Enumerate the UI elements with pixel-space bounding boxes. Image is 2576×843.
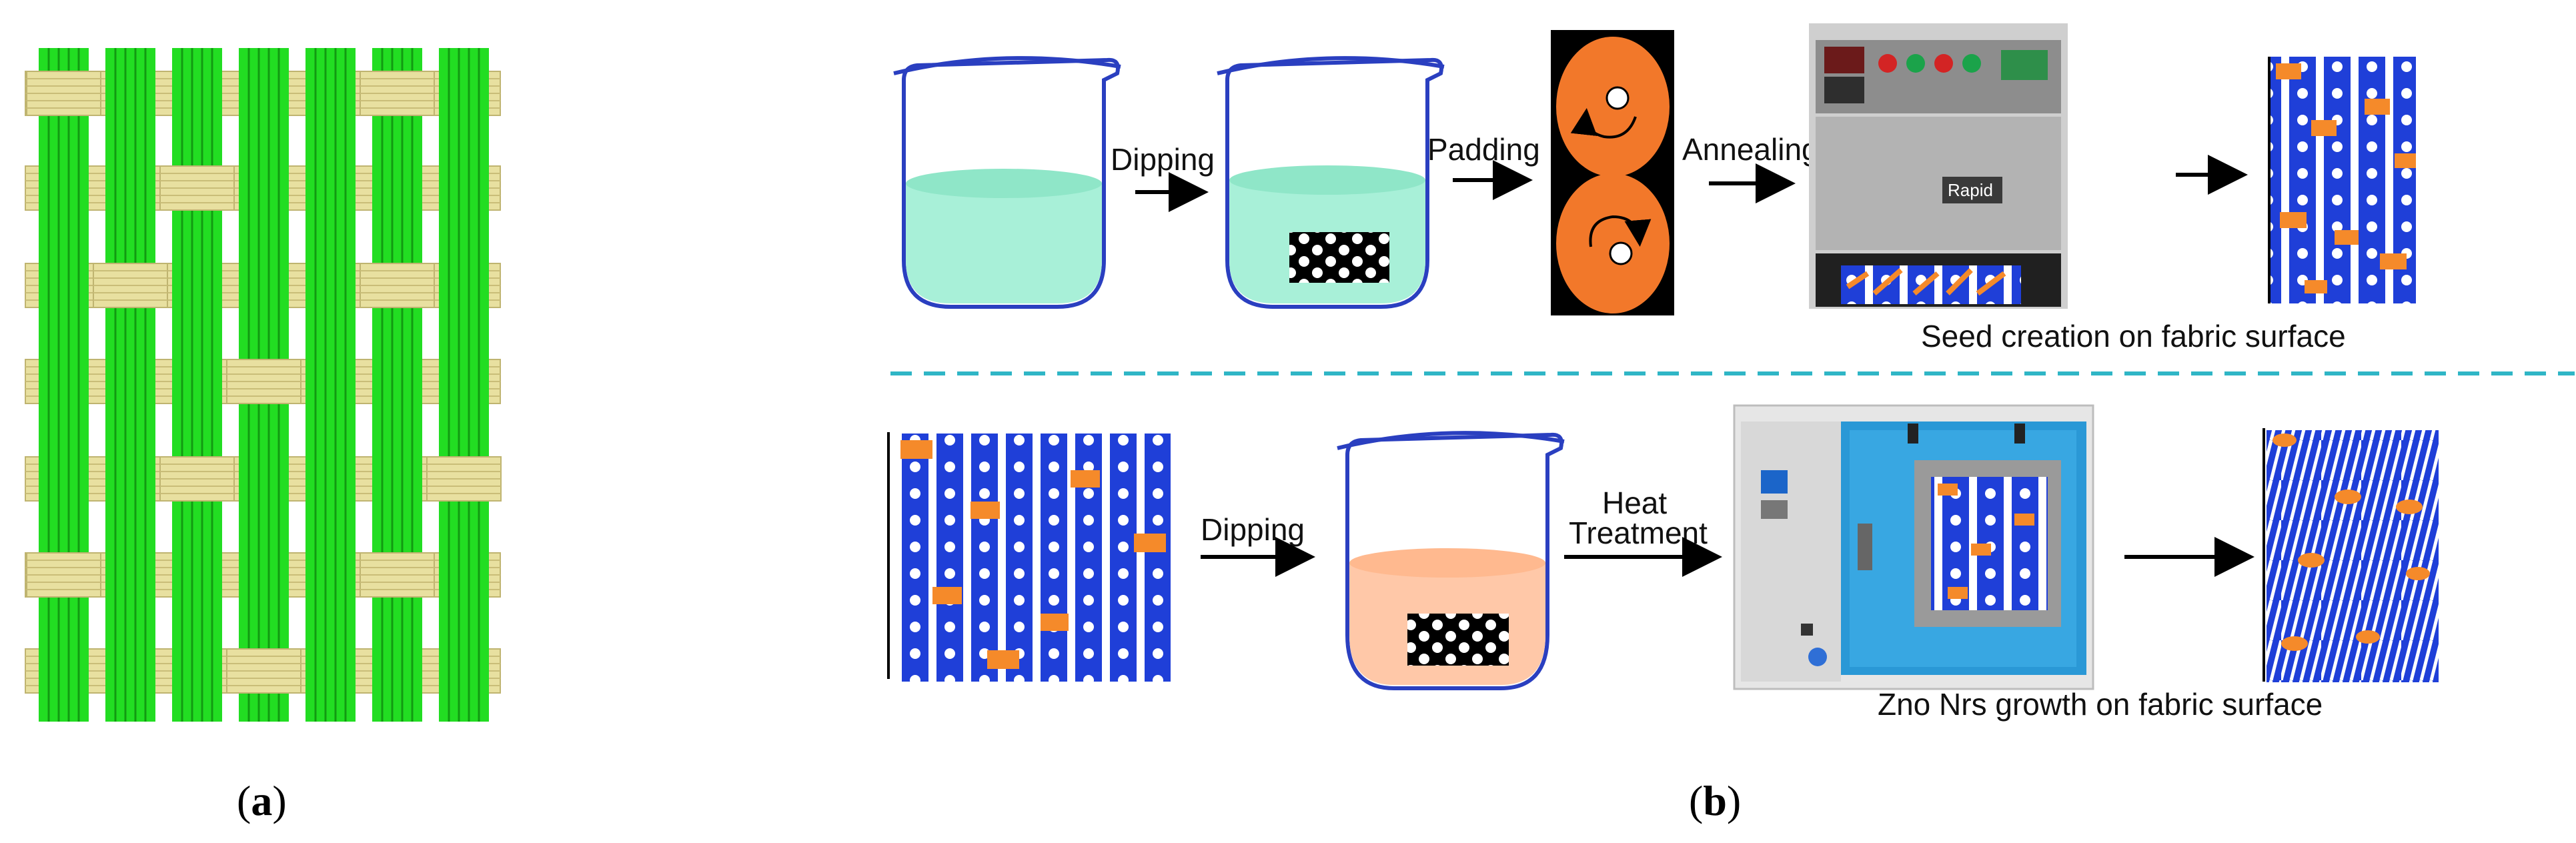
caption-seed-creation: Seed creation on fabric surface bbox=[1921, 319, 2346, 353]
woven-fabric-diagram bbox=[25, 48, 502, 722]
annealing-machine-icon: Rapid bbox=[1809, 23, 2068, 309]
beaker-icon bbox=[1217, 56, 1445, 309]
warp-thread bbox=[39, 48, 89, 722]
seeded-fabric-icon bbox=[887, 432, 1171, 682]
fabric-sample-icon bbox=[1289, 232, 1389, 283]
warp-thread bbox=[172, 48, 222, 722]
panel-letter-b: b bbox=[1703, 777, 1727, 824]
fabric-sample-icon bbox=[1407, 614, 1509, 666]
panel-label-a: (a) bbox=[237, 777, 287, 824]
step-label-dipping: Dipping bbox=[1201, 512, 1305, 547]
step-label-annealing: Annealing bbox=[1682, 132, 1819, 167]
beaker-icon bbox=[893, 56, 1121, 309]
step-label-treatment: Treatment bbox=[1569, 516, 1708, 550]
nanorod-fabric-icon bbox=[2263, 428, 2439, 682]
panel-letter-a: a bbox=[251, 777, 272, 824]
panel-label-b: (b) bbox=[1689, 777, 1741, 824]
warp-thread bbox=[105, 48, 155, 722]
machine-brand: Rapid bbox=[1948, 180, 1993, 200]
step-label-dipping: Dipping bbox=[1111, 142, 1215, 177]
warp-thread bbox=[372, 48, 422, 722]
warp-thread bbox=[305, 48, 356, 722]
beaker-icon bbox=[1337, 431, 1565, 690]
oven-icon bbox=[1733, 404, 2094, 690]
seeded-fabric-icon bbox=[2268, 57, 2416, 303]
padding-rollers-icon bbox=[1551, 30, 1674, 315]
step-label-heat: Heat bbox=[1602, 486, 1667, 520]
step-label-padding: Padding bbox=[1427, 132, 1540, 167]
caption-zno-growth: Zno Nrs growth on fabric surface bbox=[1878, 687, 2323, 722]
warp-thread bbox=[439, 48, 489, 722]
